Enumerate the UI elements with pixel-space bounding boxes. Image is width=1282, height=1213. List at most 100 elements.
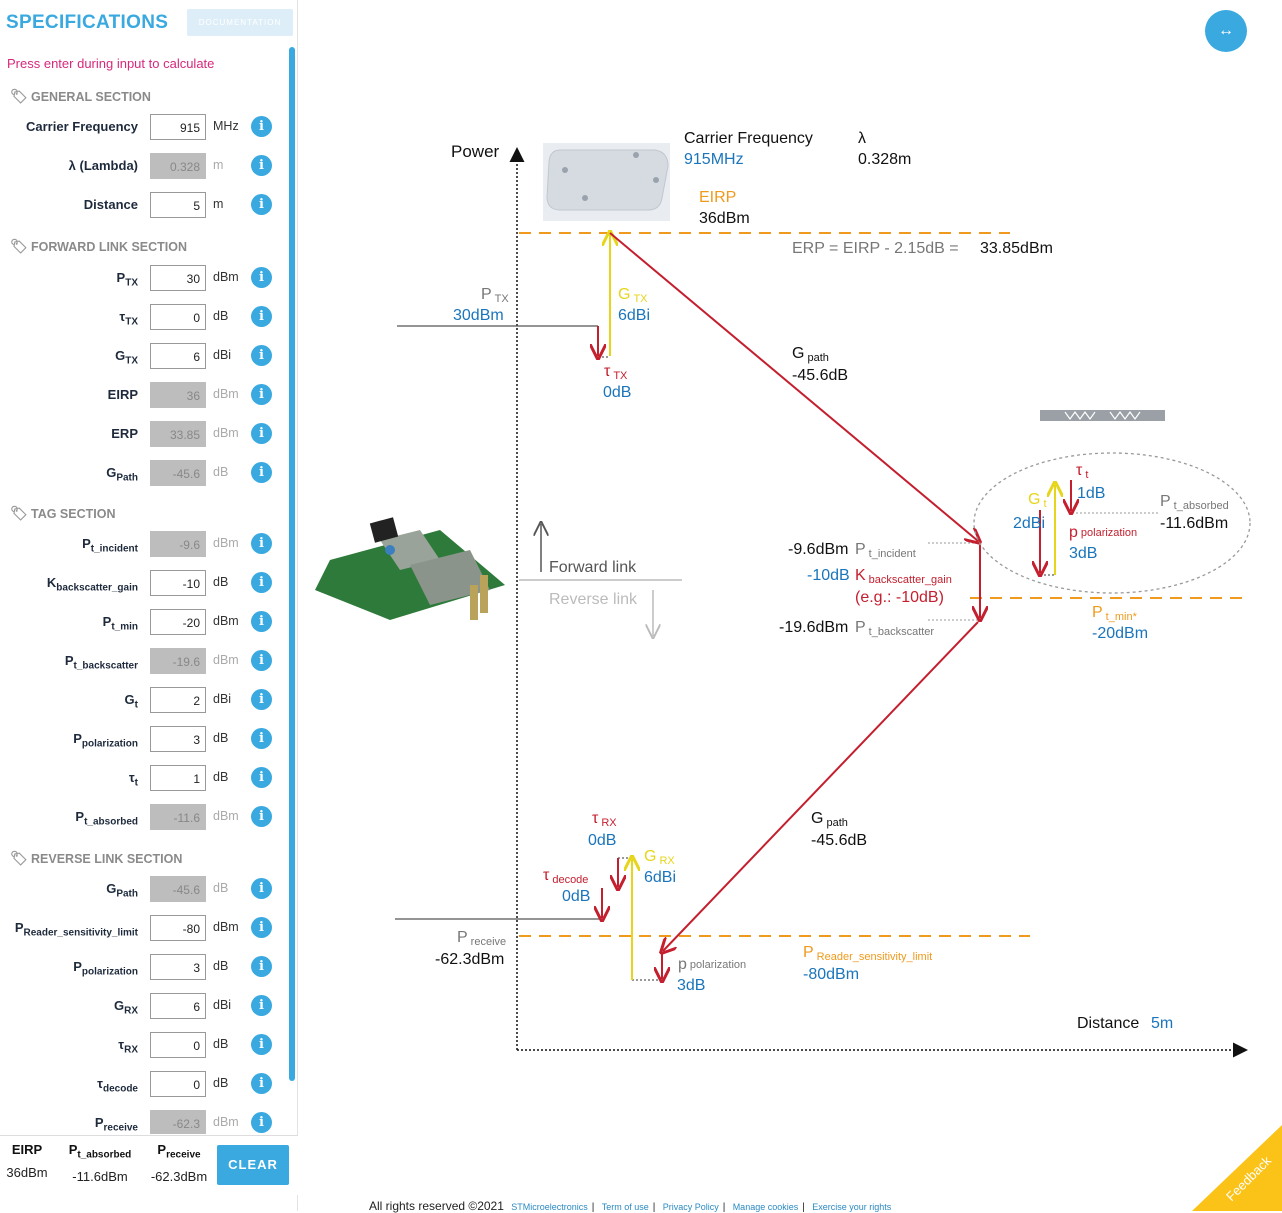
param-unit: dBm xyxy=(213,614,239,628)
summary-bar: EIRP 36dBm Pt_absorbed -11.6dBm Preceive… xyxy=(0,1135,298,1195)
param-unit: dB xyxy=(213,770,229,784)
param-input[interactable]: -80 xyxy=(150,915,206,941)
param-input[interactable]: 3 xyxy=(150,726,206,752)
param-input[interactable]: -10 xyxy=(150,570,206,596)
info-icon[interactable]: i xyxy=(251,878,272,899)
reverse-path-arrow xyxy=(663,621,979,951)
param-input[interactable]: 2 xyxy=(150,687,206,713)
info-icon[interactable]: i xyxy=(251,650,272,671)
param-input[interactable]: 5 xyxy=(150,192,206,218)
info-icon[interactable]: i xyxy=(251,1073,272,1094)
summary-eirp-value: 36dBm xyxy=(6,1165,48,1180)
info-icon[interactable]: i xyxy=(251,611,272,632)
param-input[interactable]: 3 xyxy=(150,954,206,980)
info-icon[interactable]: i xyxy=(251,995,272,1016)
param-unit: dB xyxy=(213,575,229,589)
param-label: Pt_backscatter xyxy=(64,653,138,672)
info-icon[interactable]: i xyxy=(251,384,272,405)
footer-link-stmicro[interactable]: STMicroelectronics xyxy=(511,1202,588,1212)
param-unit: dB xyxy=(213,959,229,973)
param-label: τdecode xyxy=(97,1076,138,1095)
param-input[interactable]: 30 xyxy=(150,265,206,291)
param-input: -9.6 xyxy=(150,531,206,557)
prec-value: -62.3dBm xyxy=(435,951,504,968)
info-icon[interactable]: i xyxy=(251,533,272,554)
info-icon[interactable]: i xyxy=(251,1112,272,1133)
info-icon[interactable]: i xyxy=(251,267,272,288)
info-icon[interactable]: i xyxy=(251,767,272,788)
section-general-label: GENERAL SECTION xyxy=(31,90,151,104)
info-icon[interactable]: i xyxy=(251,423,272,444)
param-unit: dBm xyxy=(213,426,239,440)
expand-arrows-icon: ↔ xyxy=(1218,22,1234,39)
section-forward: 🏷︎FORWARD LINK SECTION xyxy=(10,238,187,255)
info-icon[interactable]: i xyxy=(251,917,272,938)
param-input[interactable]: -20 xyxy=(150,609,206,635)
tag-icon: 🏷︎ xyxy=(10,505,28,521)
param-label: GPath xyxy=(106,465,138,484)
param-input[interactable]: 0 xyxy=(150,1032,206,1058)
info-icon[interactable]: i xyxy=(251,345,272,366)
info-icon[interactable]: i xyxy=(251,194,272,215)
lambda-symbol: λ xyxy=(858,130,866,147)
info-icon[interactable]: i xyxy=(251,462,272,483)
taut-value: 1dB xyxy=(1077,485,1105,502)
param-label: τRX xyxy=(118,1037,138,1056)
documentation-button[interactable]: DOCUMENTATION xyxy=(187,9,293,36)
section-reverse: 🏷︎REVERSE LINK SECTION xyxy=(10,850,182,867)
param-unit: MHz xyxy=(213,119,239,133)
param-unit: m xyxy=(213,197,224,211)
clear-button[interactable]: CLEAR xyxy=(217,1145,289,1185)
footer-link-terms[interactable]: Term of use xyxy=(601,1202,649,1212)
feedback-tab[interactable]: Feedback xyxy=(1192,1125,1282,1211)
footer-link-privacy[interactable]: Privacy Policy xyxy=(662,1202,719,1212)
info-icon[interactable]: i xyxy=(251,1034,272,1055)
specifications-sidebar: SPECIFICATIONS DOCUMENTATION Press enter… xyxy=(0,0,298,1211)
footer: All rights reserved ©2021 STMicroelectro… xyxy=(369,1199,892,1213)
taudec-value: 0dB xyxy=(562,888,590,905)
param-label: PReader_sensitivity_limit xyxy=(14,920,138,939)
info-icon[interactable]: i xyxy=(251,155,272,176)
info-icon[interactable]: i xyxy=(251,689,272,710)
param-label: τTX xyxy=(119,309,138,328)
info-icon[interactable]: i xyxy=(251,306,272,327)
sidebar-form: Press enter during input to calculate 🏷︎… xyxy=(0,46,298,1134)
param-input[interactable]: 1 xyxy=(150,765,206,791)
sidebar-scrollbar[interactable] xyxy=(289,47,295,1081)
expand-width-button[interactable]: ↔ xyxy=(1205,10,1247,52)
param-input[interactable]: 0 xyxy=(150,304,206,330)
param-input[interactable]: 6 xyxy=(150,343,206,369)
section-general: 🏷︎GENERAL SECTION xyxy=(10,88,151,105)
info-icon[interactable]: i xyxy=(251,956,272,977)
summary-absorbed-value: -11.6dBm xyxy=(72,1168,128,1184)
param-input[interactable]: 0 xyxy=(150,1071,206,1097)
distance-value: 5m xyxy=(1151,1015,1173,1032)
info-icon[interactable]: i xyxy=(251,572,272,593)
footer-link-cookies[interactable]: Manage cookies xyxy=(732,1202,799,1212)
info-icon[interactable]: i xyxy=(251,728,272,749)
param-input: -19.6 xyxy=(150,648,206,674)
copyright: All rights reserved ©2021 xyxy=(369,1199,504,1213)
footer-link-rights[interactable]: Exercise your rights xyxy=(812,1202,892,1212)
pinc-value: -9.6dBm xyxy=(788,541,848,558)
param-input[interactable]: 915 xyxy=(150,114,206,140)
param-unit: dBm xyxy=(213,536,239,550)
info-icon[interactable]: i xyxy=(251,806,272,827)
param-unit: m xyxy=(213,158,224,172)
param-input[interactable]: 6 xyxy=(150,993,206,1019)
info-icon[interactable]: i xyxy=(251,116,272,137)
tag-inlay-image xyxy=(1040,410,1165,421)
